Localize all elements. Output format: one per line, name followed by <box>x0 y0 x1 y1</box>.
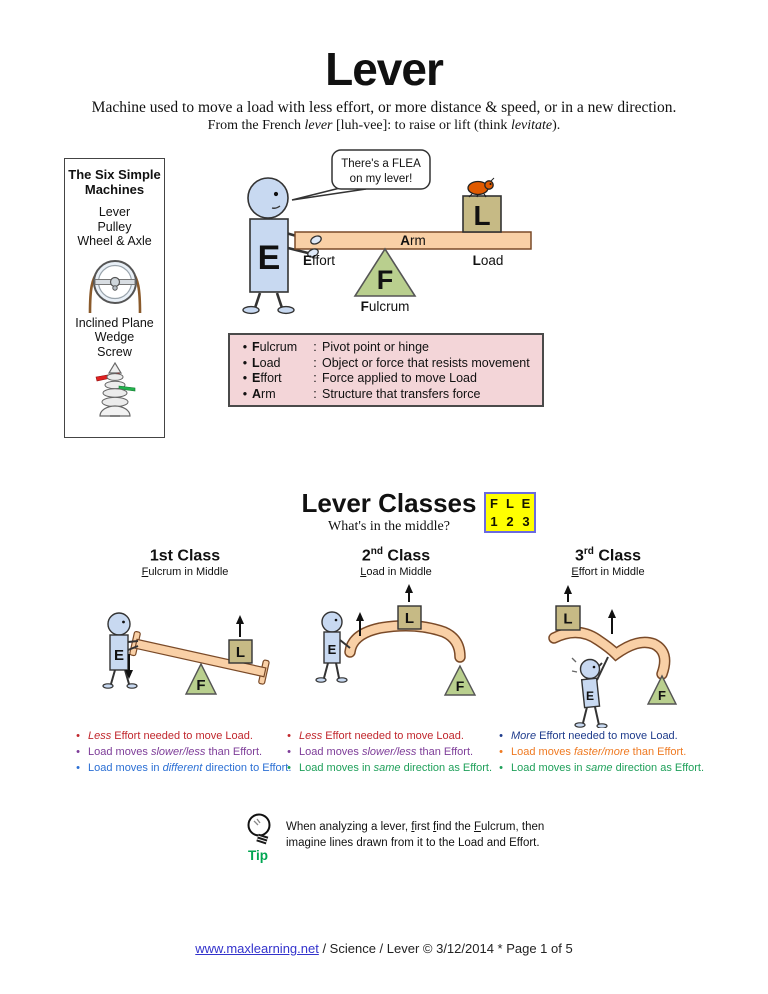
wheel-axle-icon <box>88 259 141 313</box>
svg-text:E: E <box>328 642 337 657</box>
definition-row-load: • Load : Object or force that resists mo… <box>238 356 534 372</box>
bullet-dot: • <box>242 371 248 385</box>
fulcrum-letter: F <box>377 265 394 295</box>
first-class-diagram: E F L <box>102 612 270 695</box>
effort-person: E <box>102 612 139 689</box>
subtitle: Machine used to move a load with less ef… <box>91 99 677 116</box>
second-class-subheader: Load in Middle <box>360 566 432 578</box>
sidebar-item-pulley: Pulley <box>97 219 132 234</box>
sidebar-item-wedge: Wedge <box>94 330 135 344</box>
lever-classes-title: Lever Classes <box>301 488 477 518</box>
up-arrow-icon <box>564 585 572 602</box>
footer-link[interactable]: www.maxlearning.net <box>195 941 319 956</box>
third-class-column: 3rd Class Effort in Middle L <box>493 546 723 776</box>
second-class-column: 2nd Class Load in Middle E <box>281 546 511 776</box>
lever-classes-subtitle: What's in the middle? <box>328 519 450 534</box>
first-class-bullets: •Less Effort needed to move Load. •Load … <box>76 730 292 774</box>
effort-person: E <box>242 177 315 315</box>
third-class-subheader: Effort in Middle <box>571 566 645 578</box>
up-arrow-icon <box>405 584 413 602</box>
lever-arm-beam <box>294 231 532 250</box>
load-label: Load <box>473 253 504 268</box>
fulcrum-triangle <box>353 247 417 297</box>
flea-icon <box>467 177 495 198</box>
definitions-box: • Fulcrum : Pivot point or hinge • Load … <box>228 333 544 407</box>
svg-text:F: F <box>658 688 666 703</box>
svg-text:F: F <box>196 677 205 694</box>
first-class-header: 1st Class <box>149 547 221 565</box>
lightbulb-icon <box>247 813 271 845</box>
fulcrum-triangle <box>443 664 477 696</box>
footer-text: / Science / Lever © 3/12/2014 * Page 1 o… <box>318 941 573 956</box>
six-simple-machines-box: The Six Simple Machines Lever Pulley Whe… <box>64 158 165 438</box>
third-class-diagram: L <box>548 585 678 728</box>
effort-letter: E <box>258 239 281 277</box>
up-arrow-icon <box>236 615 244 637</box>
load-box <box>555 605 581 631</box>
up-arrow-icon <box>608 609 616 634</box>
page-footer: www.maxlearning.net / Science / Lever © … <box>0 941 768 956</box>
load-box <box>228 639 253 664</box>
speech-line1: There's a FLEA <box>341 158 421 170</box>
tip-text: When analyzing a lever, first find the F… <box>286 821 545 849</box>
definition-row-fulcrum: • Fulcrum : Pivot point or hinge <box>238 340 534 356</box>
bullet-dot: • <box>242 355 248 370</box>
load-letter: L <box>473 200 490 231</box>
sidebar-item-wheel-axle: Wheel & Axle <box>77 234 152 248</box>
fulcrum-triangle <box>184 662 218 695</box>
effort-label: Effort <box>303 253 335 268</box>
svg-text:L: L <box>405 610 414 627</box>
speech-bubble: There's a FLEA on my lever! <box>291 149 431 201</box>
load-box <box>397 605 422 630</box>
sidebar-item-inclined-plane: Inclined Plane <box>75 315 154 330</box>
effort-person: E <box>315 611 351 683</box>
svg-text:E: E <box>586 689 594 703</box>
svg-text:L: L <box>563 611 572 628</box>
up-arrow-icon <box>356 612 364 636</box>
bullet-dot: • <box>242 386 248 401</box>
lever-illustration: E There's a FLEA on my lever! Arm Effort… <box>242 149 532 315</box>
bullet-dot: • <box>242 340 248 354</box>
second-class-header: 2nd Class <box>361 546 431 565</box>
fulcrum-triangle <box>646 674 678 705</box>
second-class-diagram: E L F <box>315 584 477 696</box>
sidebar-item-screw: Screw <box>97 344 132 359</box>
svg-text:E: E <box>114 647 124 664</box>
tip-label: Tip <box>248 848 268 863</box>
third-class-header: 3rd Class <box>574 546 642 565</box>
third-class-bullets: •More Effort needed to move Load. •Load … <box>499 730 705 774</box>
second-class-bullets: •Less Effort needed to move Load. •Load … <box>287 730 493 774</box>
etymology-line: From the French lever [luh-vee]: to rais… <box>207 118 561 133</box>
sidebar-title: The Six Simple Machines <box>68 167 161 197</box>
screw-icon <box>95 362 135 417</box>
arm-label: Arm <box>400 233 426 248</box>
definition-row-arm: • Arm : Structure that transfers force <box>238 387 534 403</box>
effort-person: E <box>571 656 609 728</box>
first-class-column: 1st Class Fulcrum in Middle <box>70 546 300 776</box>
svg-text:L: L <box>236 644 245 661</box>
load-box <box>462 195 502 233</box>
sidebar-item-lever: Lever <box>98 205 131 219</box>
speech-line2: on my lever! <box>350 173 413 185</box>
definition-row-effort: • Effort : Force applied to move Load <box>238 371 534 387</box>
fulcrum-label: Fulcrum <box>361 299 410 314</box>
svg-text:F: F <box>456 678 465 694</box>
first-class-subheader: Fulcrum in Middle <box>141 566 229 578</box>
page-title: Lever <box>325 43 444 95</box>
down-arrow-icon <box>125 654 133 679</box>
